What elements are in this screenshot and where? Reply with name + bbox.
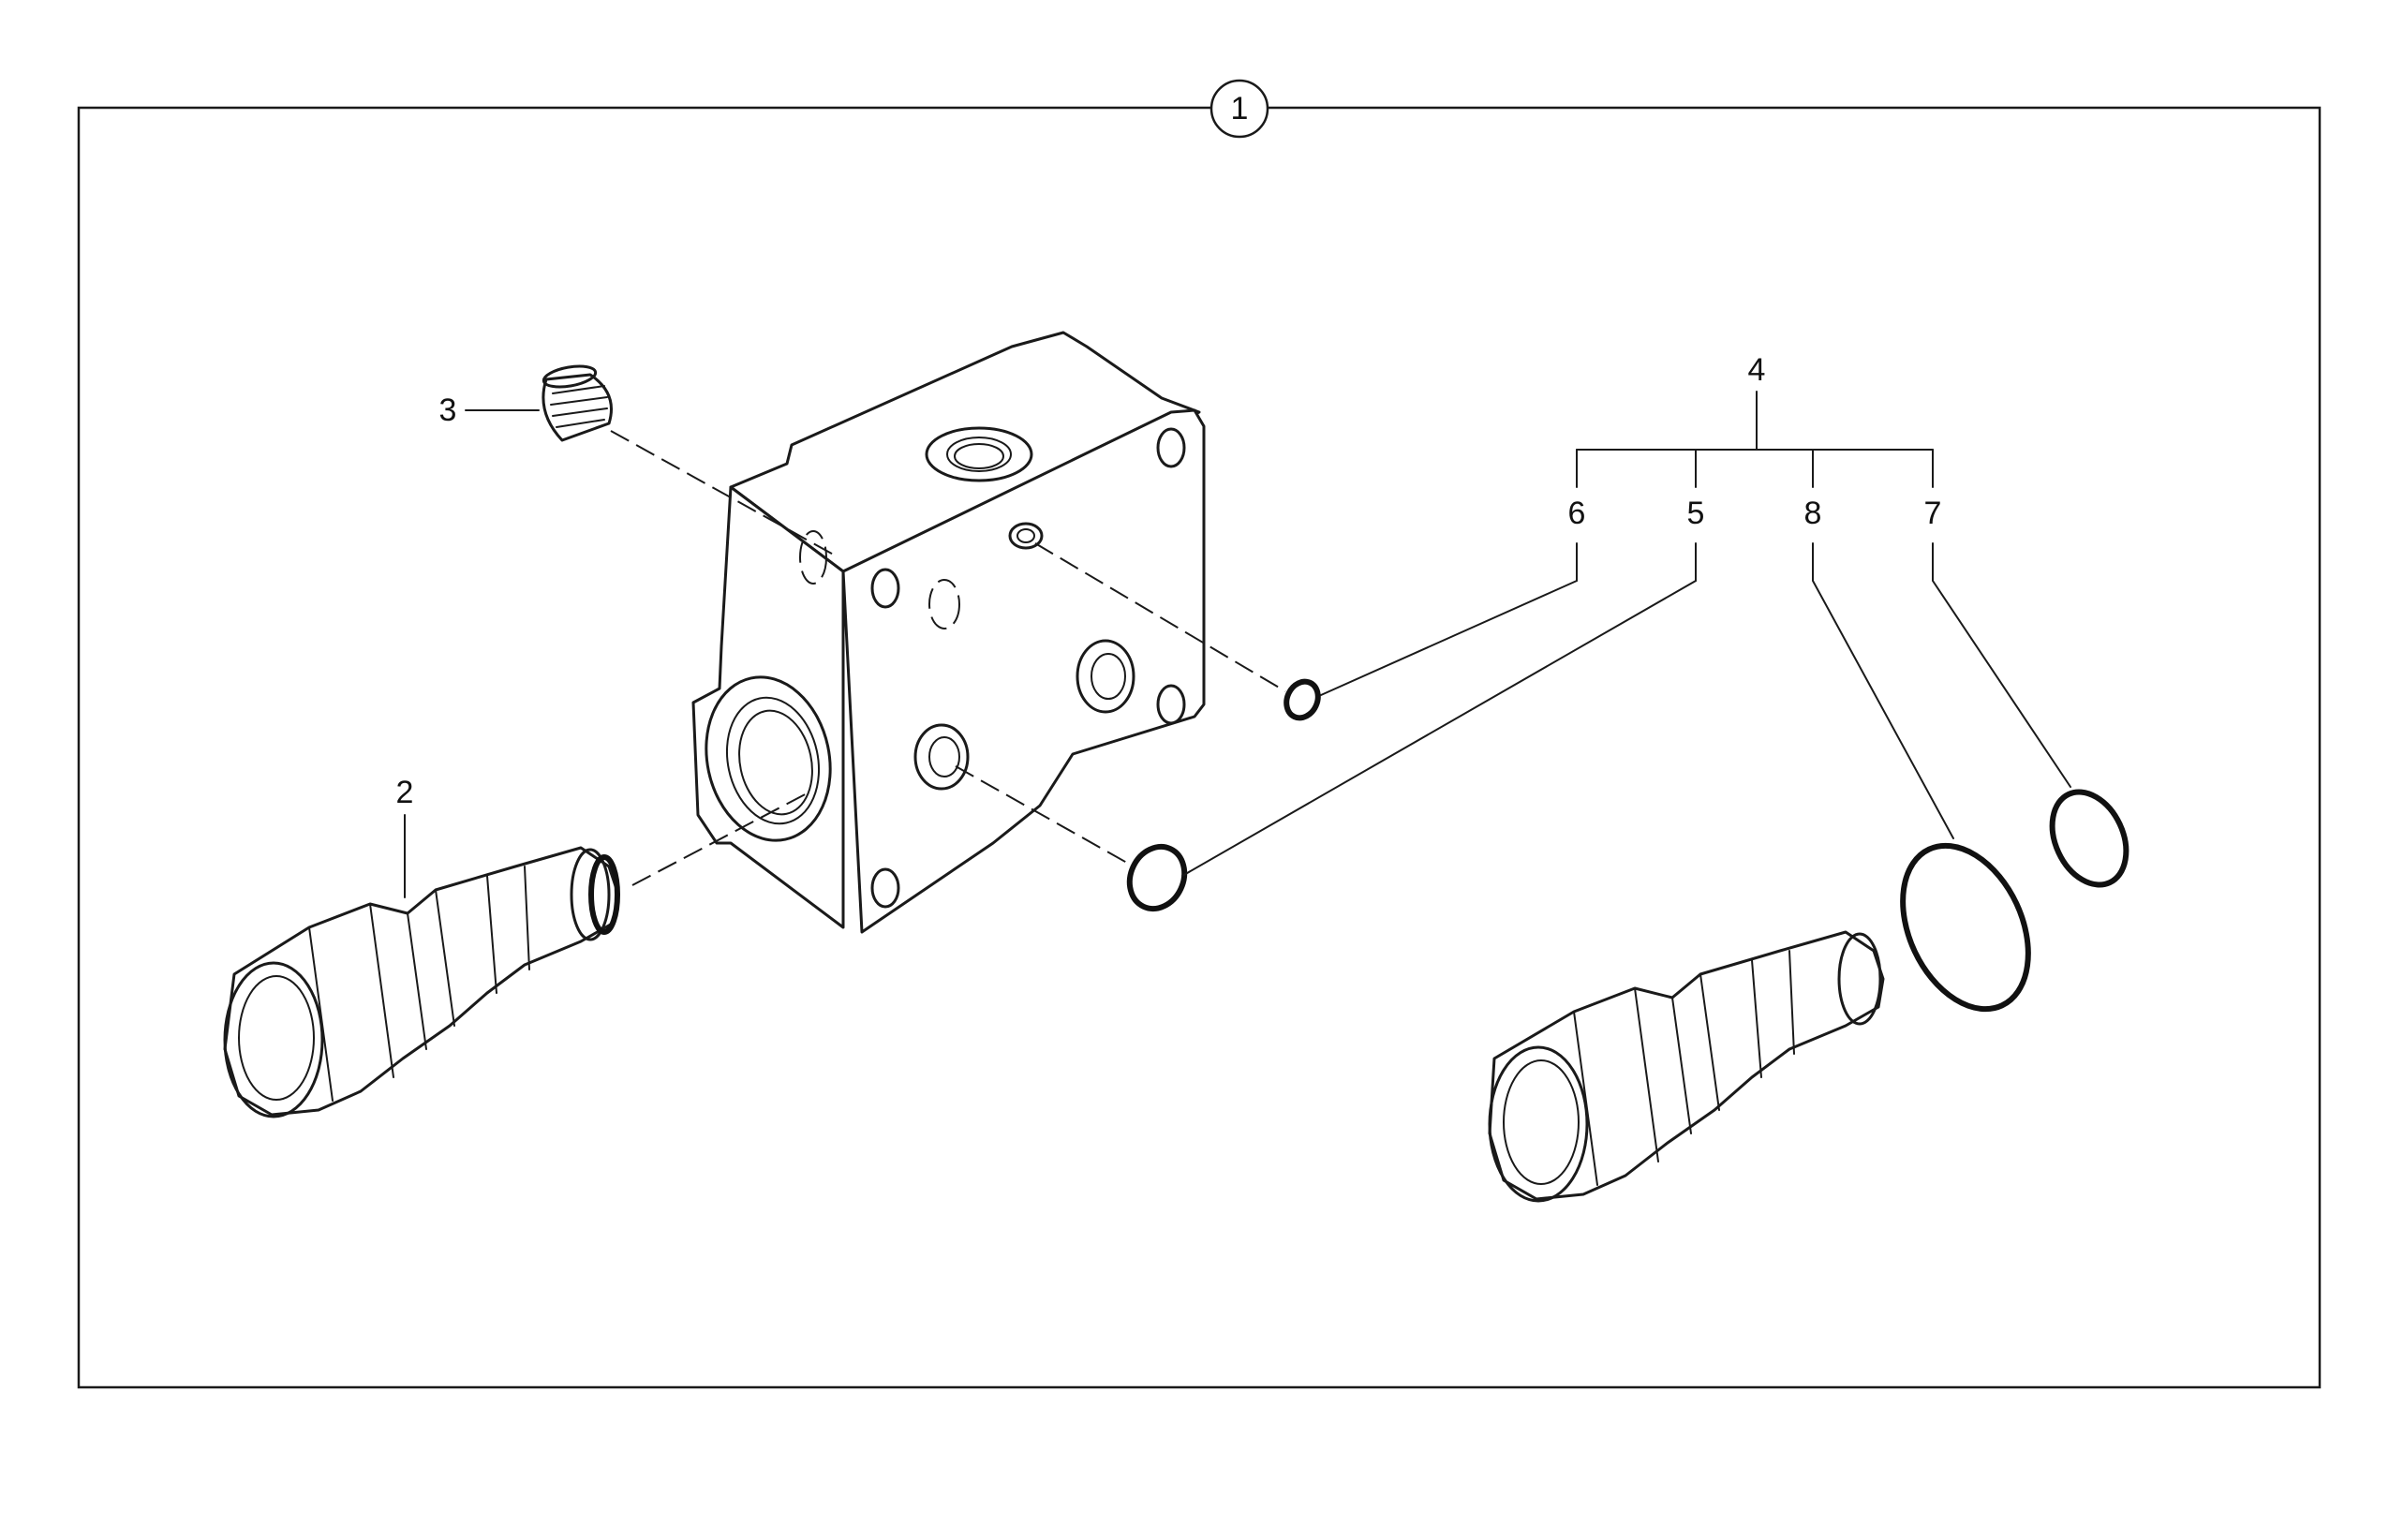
- plug-3[interactable]: [542, 363, 613, 442]
- oring-5[interactable]: [1120, 837, 1194, 917]
- leader-6: [1320, 542, 1578, 696]
- relief-valve-duplicate[interactable]: [1488, 930, 1885, 1203]
- ring-8[interactable]: [1878, 825, 2054, 1029]
- diagram-frame: [77, 106, 2322, 1389]
- leader-5: [1181, 542, 1697, 877]
- oring-6[interactable]: [1281, 676, 1324, 723]
- callout-5[interactable]: 5: [1687, 496, 1705, 531]
- seal-kit-bracket: [1576, 391, 1934, 488]
- callout-4[interactable]: 4: [1748, 352, 1766, 388]
- centerline-valve: [631, 791, 811, 886]
- centerline-oring-6: [1034, 542, 1286, 692]
- callout-1-label: 1: [1231, 91, 1249, 126]
- callout-2[interactable]: 2: [396, 775, 414, 810]
- callout-8[interactable]: 8: [1804, 496, 1822, 531]
- callout-6[interactable]: 6: [1568, 496, 1586, 531]
- callout-1[interactable]: 1: [1209, 79, 1269, 139]
- ring-7[interactable]: [2038, 780, 2140, 897]
- centerline-plug: [610, 430, 839, 558]
- callout-3[interactable]: 3: [439, 392, 457, 428]
- relief-valve-2[interactable]: [223, 846, 620, 1118]
- callout-7[interactable]: 7: [1924, 496, 1942, 531]
- leader-8: [1812, 542, 1954, 839]
- centerline-oring-5: [955, 765, 1135, 867]
- valve-body[interactable]: [691, 331, 1206, 934]
- leader-7: [1932, 542, 2071, 788]
